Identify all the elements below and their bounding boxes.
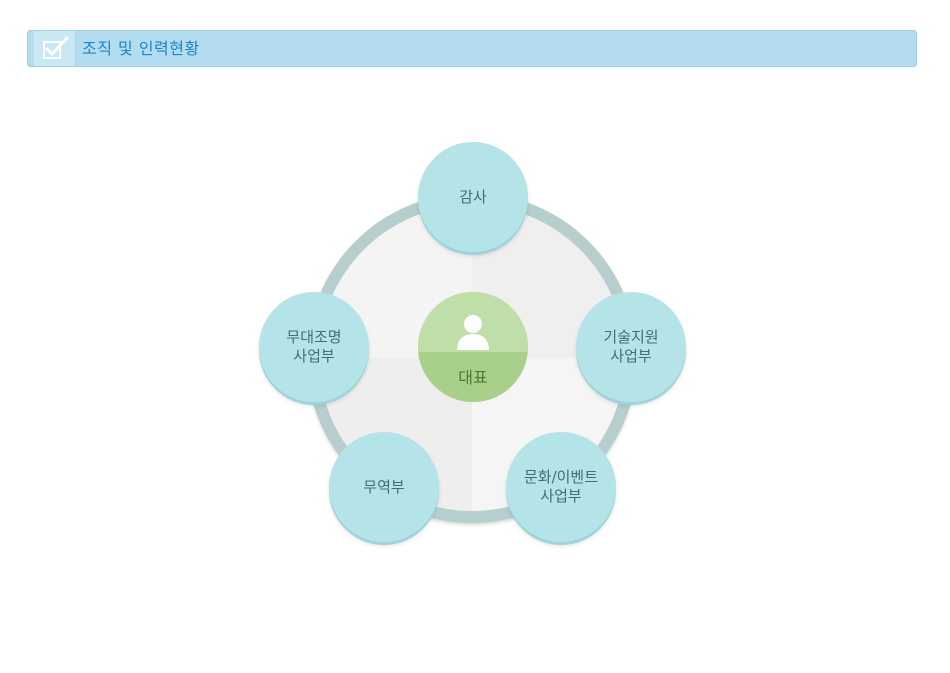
org-node-trade: 무역부: [329, 432, 439, 542]
org-node-audit: 감사: [418, 142, 528, 252]
org-node-ceo: 대표: [418, 292, 528, 402]
checkbox-check-icon: [43, 36, 69, 59]
title-icon-box: [34, 31, 76, 66]
person-icon: [457, 315, 489, 350]
org-node-label: 문화/이벤트: [523, 468, 599, 486]
org-node-label: 대표: [458, 368, 488, 387]
page-title: 조직 및 인력현황: [82, 39, 200, 58]
org-node-label: 사업부: [293, 347, 335, 365]
center-bottom: [418, 352, 528, 402]
org-node-label: 사업부: [610, 347, 652, 365]
org-node-stage-lighting: 무대조명 사업부: [259, 292, 369, 402]
org-node-tech-support: 기술지원 사업부: [576, 292, 686, 402]
section-title-bar: 조직 및 인력현황: [27, 30, 917, 67]
org-node-label: 감사: [459, 187, 487, 206]
org-node-culture-event: 문화/이벤트 사업부: [506, 432, 616, 542]
org-node-label: 무대조명: [286, 328, 342, 346]
org-node-label: 무역부: [363, 477, 405, 496]
org-node-label: 기술지원: [603, 328, 659, 346]
org-node-label: 사업부: [540, 487, 582, 505]
